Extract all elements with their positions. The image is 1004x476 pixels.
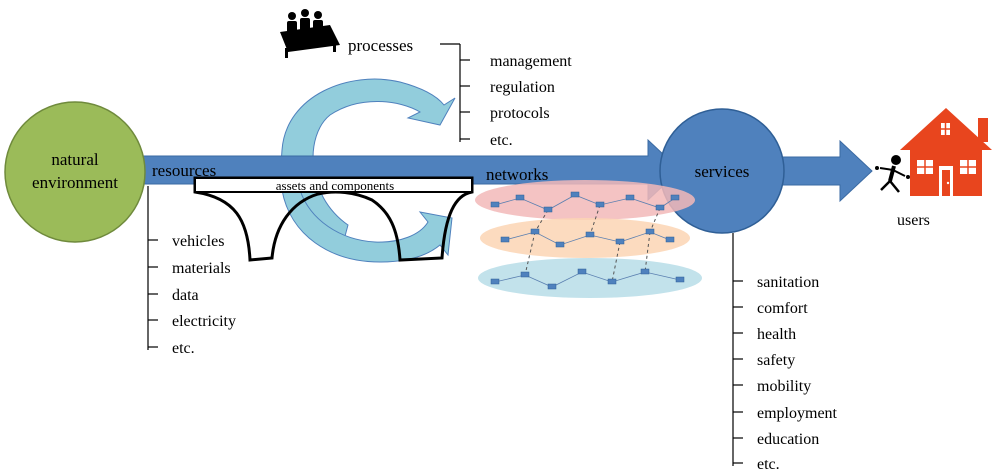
running-person-icon: [875, 155, 910, 193]
services-users-arrow: [779, 139, 873, 203]
resource-item-materials: materials: [172, 260, 231, 277]
service-item-comfort: comfort: [757, 300, 808, 317]
processes-list-bracket: [440, 43, 470, 142]
resources-list-bracket: [147, 186, 158, 350]
networks-layers: [475, 180, 702, 298]
service-item-mobility: mobility: [757, 378, 811, 395]
environment-label-line1: natural: [51, 150, 98, 169]
natural-environment-node: [4, 101, 146, 243]
service-item-health: health: [757, 326, 796, 343]
services-list-bracket: [732, 233, 743, 466]
service-item-employment: employment: [757, 405, 838, 422]
process-cycle-arrow-lower: [281, 189, 453, 263]
meeting-people-icon: [280, 9, 340, 58]
process-item-regulation: regulation: [490, 79, 555, 96]
service-item-etc: etc.: [757, 456, 780, 473]
environment-label-line2: environment: [32, 173, 118, 192]
resource-item-vehicles: vehicles: [172, 233, 224, 250]
resource-item-etc: etc.: [172, 340, 195, 357]
resources-label: resources: [152, 161, 216, 180]
service-item-sanitation: sanitation: [757, 274, 819, 291]
process-item-etc: etc.: [490, 132, 513, 149]
resource-item-electricity: electricity: [172, 313, 236, 330]
network-layer-pink: [475, 180, 695, 220]
process-item-protocols: protocols: [490, 105, 550, 122]
services-label: services: [695, 162, 750, 181]
assets-label: assets and components: [276, 178, 394, 193]
process-item-management: management: [490, 53, 572, 70]
assets-bracket: [193, 176, 474, 262]
resource-item-data: data: [172, 287, 199, 304]
processes-label: processes: [348, 36, 413, 55]
users-label: users: [897, 212, 930, 229]
house-icon: [900, 108, 992, 196]
networks-label: networks: [486, 165, 548, 184]
network-layer-orange: [480, 218, 690, 258]
service-item-education: education: [757, 431, 819, 448]
service-item-safety: safety: [757, 352, 795, 369]
